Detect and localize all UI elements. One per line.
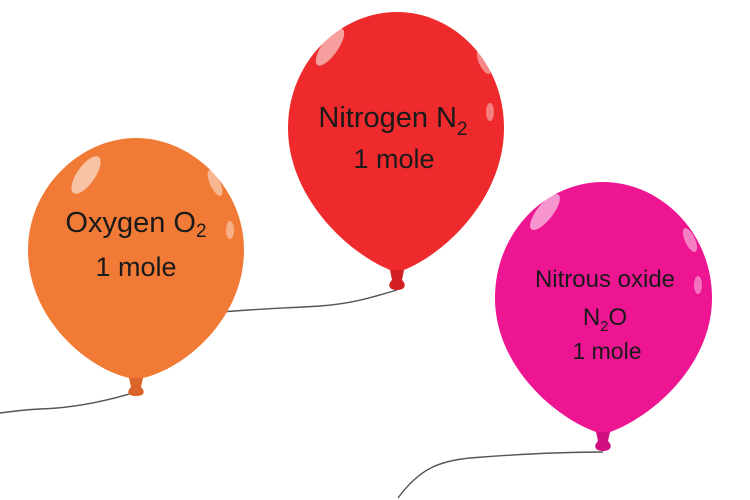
nitrogen-subscript: 2 (457, 119, 468, 140)
nitrous-oxide-balloon-body (495, 182, 712, 432)
nitrous-oxide-formula: N2O (583, 304, 627, 335)
oxygen-subscript: 2 (196, 221, 207, 242)
oxygen-amount: 1 mole (95, 252, 176, 282)
balloon-strings (0, 289, 604, 499)
nitrous-oxide-formula-n: N (583, 304, 600, 331)
nitrogen-balloon-body (288, 12, 504, 270)
oxygen-highlight (71, 156, 101, 194)
nitrous-oxide-highlight-3 (694, 276, 702, 294)
nitrous-oxide-balloon: Nitrous oxide N2O 1 mole (495, 182, 712, 451)
nitrous-oxide-formula-o: O (609, 304, 628, 331)
nitrogen-label: Nitrogen N2 (318, 102, 467, 140)
nitrogen-name: Nitrogen N (318, 102, 457, 134)
nitrogen-balloon: Nitrogen N2 1 mole (288, 12, 504, 290)
oxygen-label: Oxygen O2 (65, 207, 206, 242)
oxygen-balloon: Oxygen O2 1 mole (28, 138, 244, 396)
nitrous-oxide-string (397, 451, 604, 499)
nitrogen-highlight (315, 28, 345, 66)
nitrous-oxide-subscript: 2 (600, 318, 608, 335)
nitrogen-amount: 1 mole (353, 144, 434, 174)
oxygen-name: Oxygen O (65, 207, 196, 239)
oxygen-balloon-body (28, 138, 244, 378)
oxygen-balloon-knot (128, 378, 144, 396)
nitrous-oxide-highlight (530, 193, 560, 231)
oxygen-highlight-2 (207, 170, 223, 196)
nitrous-oxide-highlight-2 (682, 228, 698, 252)
nitrogen-highlight-3 (486, 103, 494, 121)
nitrogen-string (221, 289, 398, 313)
nitrous-oxide-name: Nitrous oxide (535, 266, 675, 293)
oxygen-highlight-3 (226, 221, 234, 239)
nitrogen-balloon-knot (389, 270, 405, 290)
oxygen-string (0, 391, 137, 414)
nitrogen-highlight-2 (476, 50, 492, 74)
nitrous-oxide-balloon-knot (595, 432, 611, 451)
nitrous-oxide-amount: 1 mole (572, 338, 641, 364)
